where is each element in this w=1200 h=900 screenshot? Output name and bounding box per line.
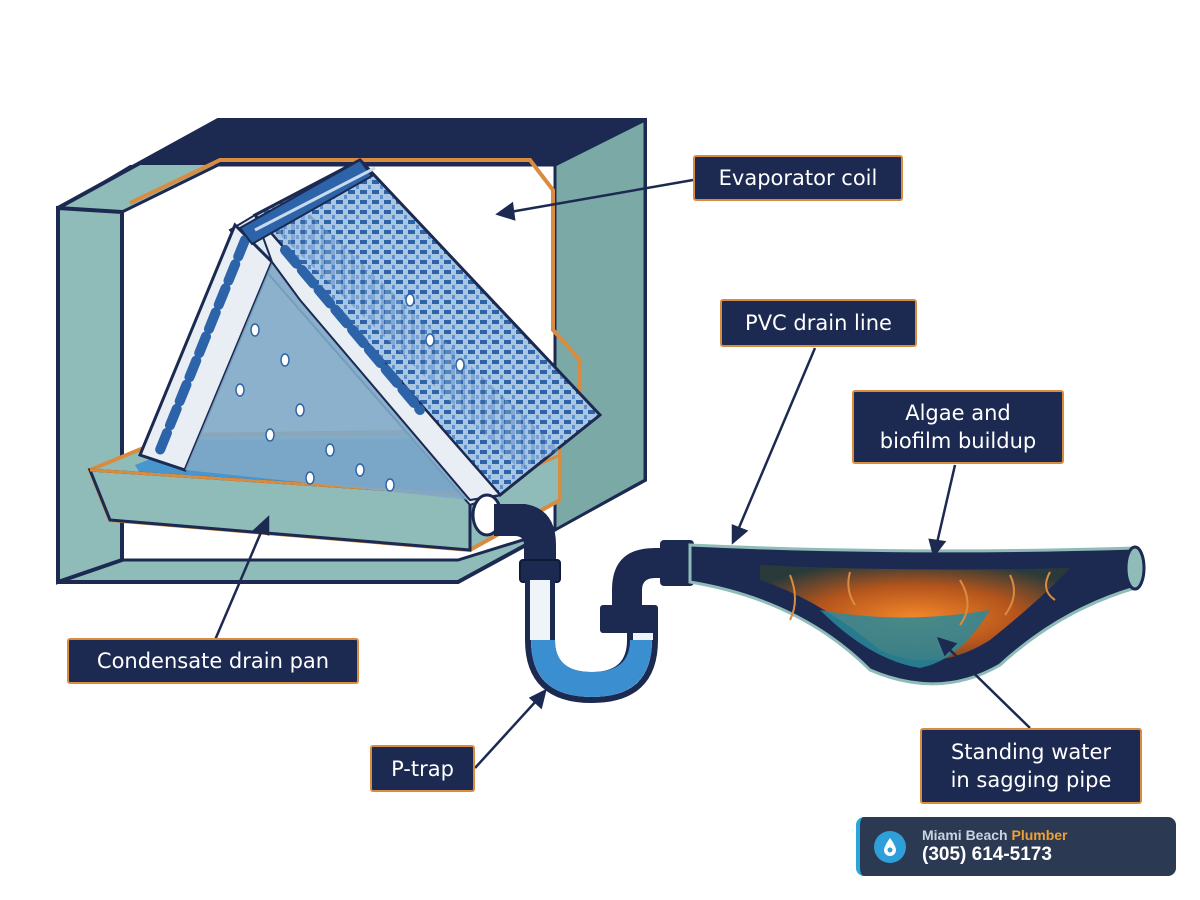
p-trap-art bbox=[525, 548, 665, 704]
brand-text: Miami Beach Plumber (305) 614-5173 bbox=[922, 827, 1068, 866]
label-evaporator-coil: Evaporator coil bbox=[693, 155, 903, 201]
brand-badge: Miami Beach Plumber (305) 614-5173 bbox=[856, 817, 1176, 876]
label-algae-biofilm: Algae and biofilm buildup bbox=[852, 390, 1064, 464]
label-algae-line-1: Algae and bbox=[905, 401, 1011, 425]
callout-arrows bbox=[213, 178, 1031, 769]
label-pvc-drain-line: PVC drain line bbox=[720, 299, 917, 347]
label-standing-line-2: in sagging pipe bbox=[950, 768, 1112, 792]
brand-name: Miami Beach Plumber bbox=[922, 827, 1068, 844]
label-p-trap: P-trap bbox=[370, 745, 475, 792]
drain-fitting-art bbox=[471, 493, 561, 583]
evaporator-coil-art bbox=[137, 158, 603, 507]
water-drop-icon bbox=[874, 830, 906, 863]
label-algae-line-2: biofilm buildup bbox=[879, 429, 1037, 453]
brand-name-accent: Plumber bbox=[1011, 827, 1068, 843]
label-standing-line-1: Standing water bbox=[950, 740, 1112, 764]
pvc-drain-line-art bbox=[660, 540, 1146, 686]
brand-name-prefix: Miami Beach bbox=[922, 827, 1012, 843]
label-condensate-drain-pan: Condensate drain pan bbox=[67, 638, 359, 684]
label-standing-water: Standing water in sagging pipe bbox=[920, 728, 1142, 804]
brand-phone: (305) 614-5173 bbox=[922, 844, 1052, 865]
